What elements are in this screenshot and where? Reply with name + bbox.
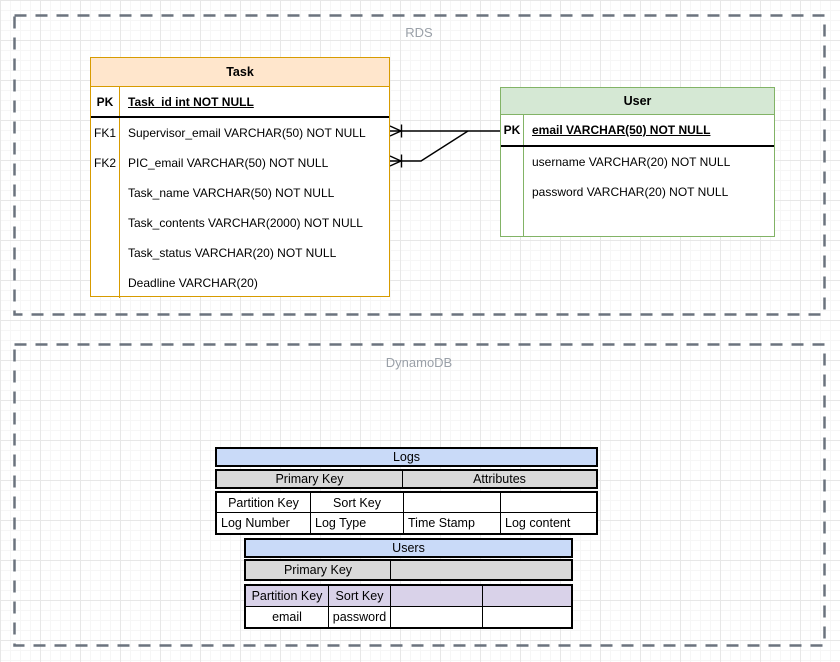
key-badge: PK <box>91 87 120 116</box>
rds-container-label: RDS <box>405 25 433 40</box>
users-table[interactable]: Users Primary Key Partition Key Sort Key… <box>244 538 573 629</box>
relationship-lines <box>389 124 500 168</box>
key-cell <box>404 493 501 512</box>
user-entity-table[interactable]: User PK email VARCHAR(50) NOT NULL usern… <box>500 87 775 237</box>
task-field-row[interactable]: FK1 Supervisor_email VARCHAR(50) NOT NUL… <box>91 118 389 148</box>
key-cell: Partition Key <box>246 586 329 606</box>
value-cell: Time Stamp <box>404 513 501 533</box>
task-field-row[interactable]: Task_contents VARCHAR(2000) NOT NULL <box>91 208 389 238</box>
header-cell: Primary Key <box>217 471 403 487</box>
key-badge <box>91 178 120 208</box>
field-text: Task_name VARCHAR(50) NOT NULL <box>128 186 335 200</box>
users-value-row: email password <box>246 607 571 627</box>
task-field-row[interactable]: Task_name VARCHAR(50) NOT NULL <box>91 178 389 208</box>
value-cell <box>391 607 483 627</box>
task-pk-row[interactable]: PK Task_id int NOT NULL <box>91 87 389 118</box>
logs-key-row: Partition Key Sort Key <box>217 493 596 513</box>
users-grid: Partition Key Sort Key email password <box>244 584 573 629</box>
header-cell <box>391 561 571 579</box>
field-text: username VARCHAR(20) NOT NULL <box>532 155 731 169</box>
task-entity-table[interactable]: Task PK Task_id int NOT NULL FK1 Supervi… <box>90 57 390 298</box>
users-key-row: Partition Key Sort Key <box>246 586 571 607</box>
logs-grid: Partition Key Sort Key Log Number Log Ty… <box>215 491 598 535</box>
logs-value-row: Log Number Log Type Time Stamp Log conte… <box>217 513 596 533</box>
value-cell: Log Type <box>311 513 404 533</box>
key-cell: Sort Key <box>329 586 391 606</box>
user-field-row[interactable]: username VARCHAR(20) NOT NULL <box>501 147 774 177</box>
key-badge: PK <box>501 115 524 145</box>
field-text: Task_contents VARCHAR(2000) NOT NULL <box>128 216 363 230</box>
logs-table[interactable]: Logs Primary Key Attributes Partition Ke… <box>215 447 598 535</box>
key-badge: FK1 <box>91 118 120 148</box>
key-cell <box>391 586 483 606</box>
relationship-line-fk2[interactable] <box>390 130 469 162</box>
crow-foot-icon <box>389 154 403 168</box>
task-field-row[interactable]: FK2 PIC_email VARCHAR(50) NOT NULL <box>91 148 389 178</box>
value-cell <box>483 607 571 627</box>
key-cell <box>483 586 571 606</box>
task-table-title: Task <box>91 58 389 87</box>
value-cell: Log Number <box>217 513 311 533</box>
field-text: Task_status VARCHAR(20) NOT NULL <box>128 246 337 260</box>
field-text: Supervisor_email VARCHAR(50) NOT NULL <box>128 126 366 140</box>
crow-foot-icon <box>389 124 403 138</box>
user-table-title: User <box>501 88 774 115</box>
key-badge <box>501 177 524 207</box>
key-badge <box>91 268 120 298</box>
value-cell: email <box>246 607 329 627</box>
task-field-row[interactable]: Deadline VARCHAR(20) <box>91 268 389 298</box>
task-field-row[interactable]: Task_status VARCHAR(20) NOT NULL <box>91 238 389 268</box>
value-cell: Log content <box>505 516 571 530</box>
logs-header-row: Primary Key Attributes <box>215 469 598 489</box>
user-field-row[interactable]: password VARCHAR(20) NOT NULL <box>501 177 774 207</box>
user-table-empty-space <box>501 207 774 236</box>
value-cell: password <box>329 607 391 627</box>
key-column-filler <box>501 207 524 236</box>
users-header-row: Primary Key <box>244 559 573 581</box>
dynamodb-container-label: DynamoDB <box>385 355 453 370</box>
key-cell: Partition Key <box>217 493 311 512</box>
key-badge: FK2 <box>91 148 120 178</box>
field-text: email VARCHAR(50) NOT NULL <box>532 123 711 137</box>
logs-table-title: Logs <box>215 447 598 467</box>
field-text: Task_id int NOT NULL <box>128 94 254 109</box>
key-cell <box>501 493 596 512</box>
key-badge <box>501 147 524 177</box>
field-text: PIC_email VARCHAR(50) NOT NULL <box>128 156 329 170</box>
key-badge <box>91 238 120 268</box>
key-badge <box>91 208 120 238</box>
field-text: Deadline VARCHAR(20) <box>128 276 258 290</box>
user-pk-row[interactable]: PK email VARCHAR(50) NOT NULL <box>501 115 774 147</box>
header-cell: Primary Key <box>246 561 391 579</box>
users-table-title: Users <box>244 538 573 558</box>
key-cell: Sort Key <box>311 493 404 512</box>
field-text: password VARCHAR(20) NOT NULL <box>532 185 729 199</box>
header-cell: Attributes <box>403 471 596 487</box>
